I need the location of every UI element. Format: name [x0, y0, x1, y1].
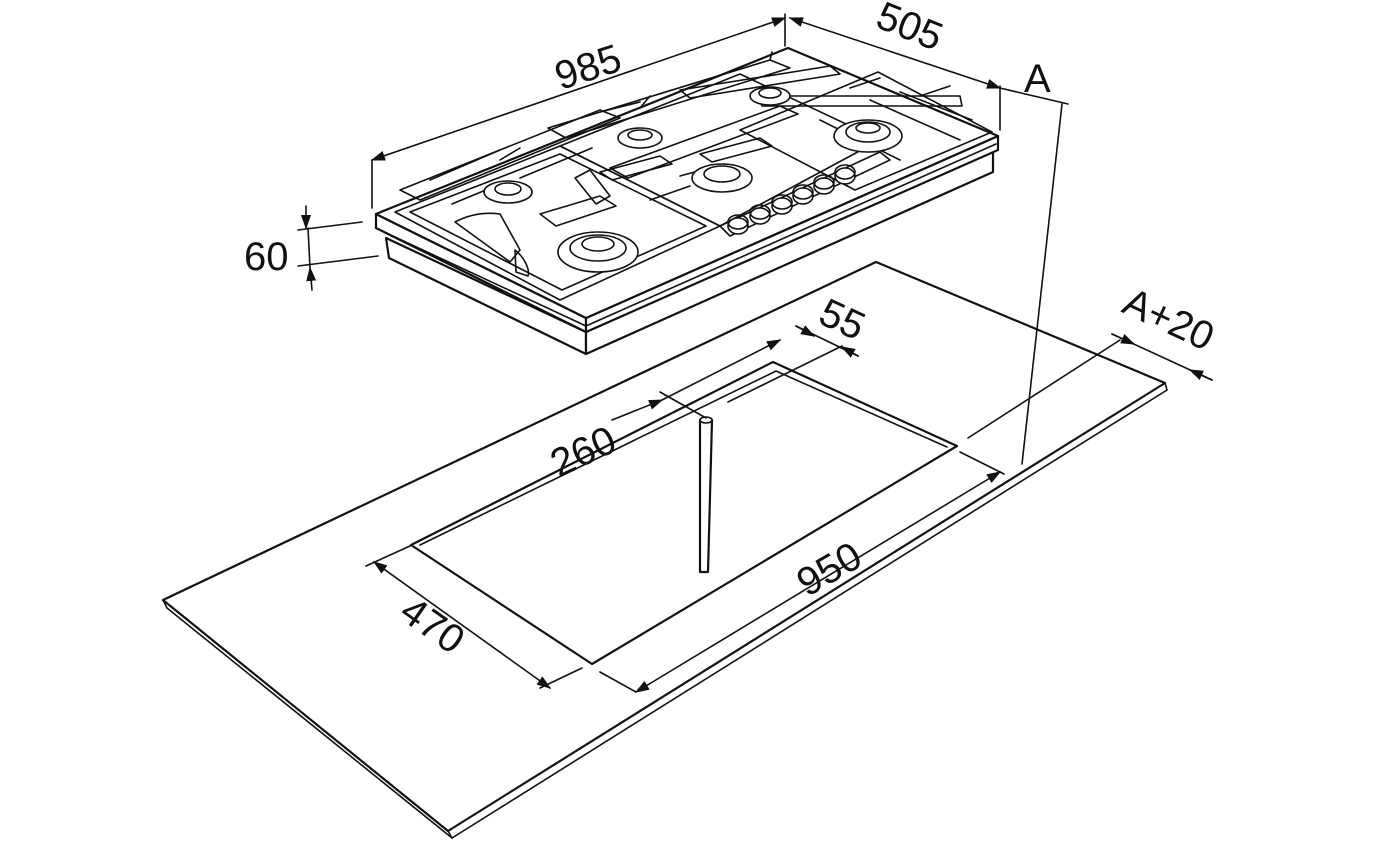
label-hob-depth: 505 — [870, 0, 948, 60]
label-clearance-a-plus: A+20 — [1116, 280, 1220, 360]
burner-rear-left — [483, 180, 533, 204]
burner-center — [691, 163, 753, 193]
label-clearance-a: A — [1024, 57, 1051, 101]
burner-rear-right — [749, 86, 791, 106]
worktop — [161, 260, 1168, 839]
knob-1 — [727, 214, 749, 235]
burner-right — [833, 119, 903, 153]
dim-clearance-a: A — [999, 57, 1069, 465]
knob-6 — [834, 164, 856, 185]
dim-hob-height: 60 — [244, 205, 379, 291]
burner-rear-mid — [617, 127, 663, 149]
knob-4 — [792, 184, 814, 205]
knob-3 — [771, 194, 793, 215]
control-knobs — [727, 164, 856, 235]
label-hob-width: 985 — [550, 36, 627, 98]
burner-front-left — [557, 231, 639, 273]
knob-2 — [749, 204, 771, 225]
label-hob-height: 60 — [244, 235, 289, 279]
knob-5 — [813, 174, 835, 195]
